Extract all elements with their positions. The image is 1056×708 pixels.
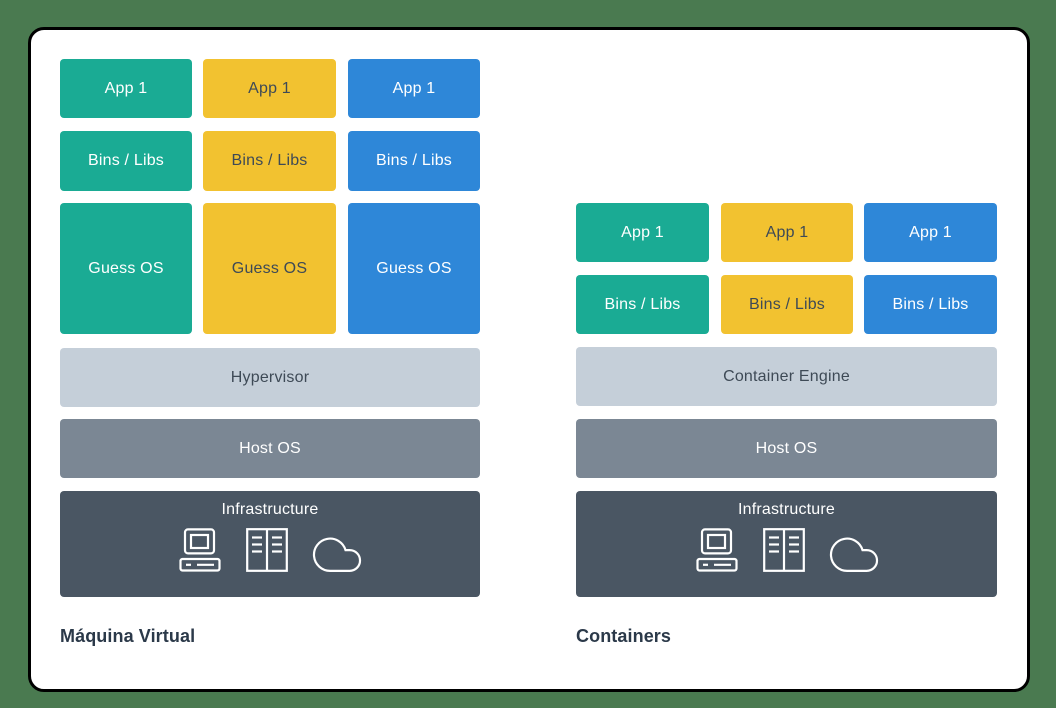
containers-app-box-blue: App 1 — [864, 203, 997, 262]
containers-app-box-teal: App 1 — [576, 203, 709, 262]
container-engine-layer: Container Engine — [576, 347, 997, 406]
containers-bins-box-teal: Bins / Libs — [576, 275, 709, 334]
vm-infrastructure-icons — [178, 524, 362, 572]
server-rack-icon — [762, 528, 805, 572]
vm-bins-box-teal: Bins / Libs — [60, 131, 192, 191]
desktop-computer-icon — [695, 528, 738, 572]
vm-app-box-teal: App 1 — [60, 59, 192, 118]
vm-infrastructure-title: Infrastructure — [221, 501, 319, 518]
vm-app-box-yellow: App 1 — [203, 59, 336, 118]
vm-hypervisor-layer: Hypervisor — [60, 348, 480, 407]
containers-app-box-yellow: App 1 — [721, 203, 853, 262]
containers-infrastructure-layer: Infrastructure — [576, 491, 997, 597]
vm-bins-box-blue: Bins / Libs — [348, 131, 480, 191]
vm-guestos-box-blue: Guess OS — [348, 203, 480, 334]
containers-panel-label: Containers — [576, 626, 672, 646]
vm-panel-label: Máquina Virtual — [60, 626, 196, 646]
cloud-icon — [312, 537, 362, 572]
containers-hostos-layer: Host OS — [576, 419, 997, 478]
vm-app-box-blue: App 1 — [348, 59, 480, 118]
vm-guestos-box-teal: Guess OS — [60, 203, 192, 334]
vm-infrastructure-layer: Infrastructure — [60, 491, 480, 597]
desktop-computer-icon — [179, 528, 221, 572]
vm-hostos-layer: Host OS — [60, 419, 480, 478]
vm-guestos-box-yellow: Guess OS — [203, 203, 336, 334]
cloud-icon — [829, 537, 878, 572]
diagram-card: App 1 App 1 App 1 Bins / Libs Bins / Lib… — [28, 27, 1030, 692]
containers-bins-box-yellow: Bins / Libs — [721, 275, 853, 334]
containers-bins-box-blue: Bins / Libs — [864, 275, 997, 334]
containers-infrastructure-icons — [695, 524, 879, 572]
server-rack-icon — [246, 528, 288, 572]
vm-bins-box-yellow: Bins / Libs — [203, 131, 336, 191]
containers-infrastructure-title: Infrastructure — [737, 501, 836, 518]
